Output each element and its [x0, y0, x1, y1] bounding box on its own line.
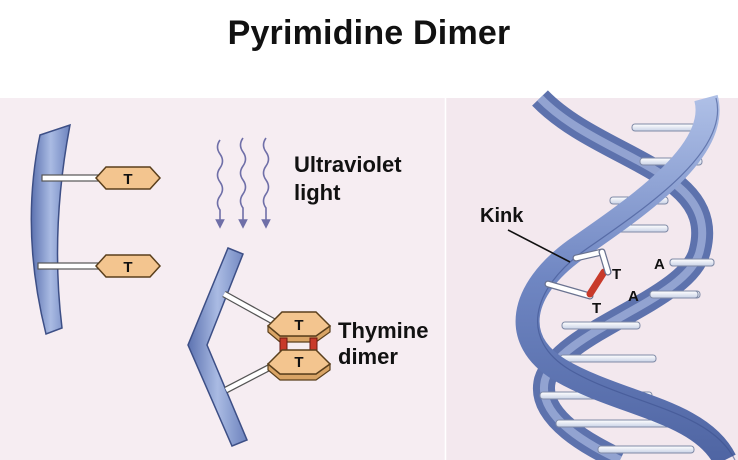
- backbone-bent: [187, 247, 248, 447]
- damaged-dna-strand: T T: [187, 247, 332, 447]
- double-helix: [515, 90, 736, 460]
- kink-label: Kink: [480, 205, 524, 227]
- uv-label-line2: light: [294, 180, 341, 205]
- adenine-stub-lower: [649, 290, 699, 299]
- thymine-base-upper: [94, 166, 162, 190]
- helix-strand-front-edge: [536, 97, 736, 460]
- kink-leader-line: [507, 229, 571, 263]
- helix-adenine-label-lower: A: [628, 288, 639, 305]
- dimer-label-line1: Thymine: [338, 318, 428, 343]
- sugar-link-upper: [41, 174, 99, 182]
- helix-thymine-stub-upper-fill: [573, 249, 605, 261]
- diagram-title: Pyrimidine Dimer: [227, 14, 511, 52]
- helix-thymine-label-lower: T: [592, 300, 601, 317]
- dimer-thymine-upper-label: T: [294, 317, 303, 334]
- uv-wave-2: [238, 137, 248, 229]
- adenine-stub-upper: [669, 258, 715, 267]
- normal-dna-strand: T T: [30, 123, 162, 335]
- base-pair-rung: [559, 354, 657, 363]
- uv-wave-3: [261, 137, 271, 229]
- dimer-thymine-upper: [266, 311, 332, 337]
- dimer-label-line2: dimer: [338, 344, 398, 369]
- thymine-base-lower: [94, 254, 162, 278]
- sugar-link-lower: [37, 262, 99, 270]
- helix-dimer-bond: [586, 268, 608, 298]
- thymine-label-lower: T: [123, 259, 132, 276]
- uv-wave-1: [215, 139, 225, 229]
- thymine-label-upper: T: [123, 171, 132, 188]
- helix-thymine-stub-lower-fill: [545, 281, 593, 299]
- uv-label-line1: Ultraviolet: [294, 152, 402, 177]
- helix-thymine-upper-vertical-fill: [599, 249, 611, 275]
- base-pair-rung: [597, 445, 695, 454]
- uv-light-waves: [215, 137, 271, 229]
- helix-strand-front: [515, 94, 736, 460]
- sugar-link-dimer-upper-fill: [222, 292, 282, 327]
- helix-adenine-label-upper: A: [654, 256, 665, 273]
- helix-thymine-label-upper: T: [612, 266, 621, 283]
- dimer-thymine-lower: [266, 349, 332, 375]
- base-pair-rung: [561, 321, 641, 330]
- dimer-thymine-lower-label: T: [294, 354, 303, 371]
